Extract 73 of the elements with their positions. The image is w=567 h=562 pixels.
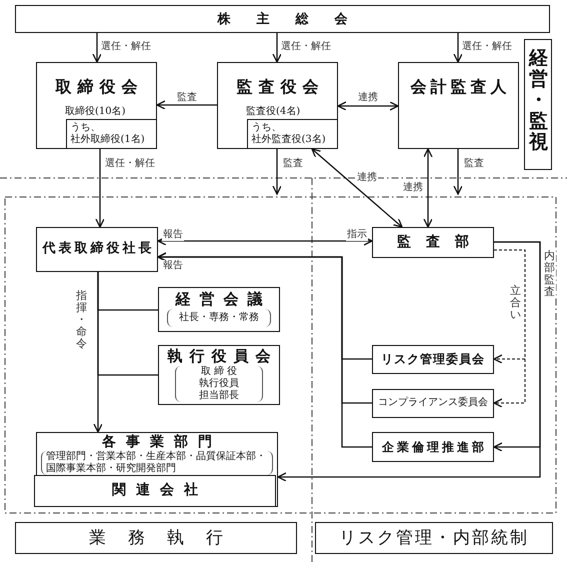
org-box [372, 227, 494, 258]
edge-label: 連携 [356, 172, 378, 184]
edge-label: 選任・解任 [104, 158, 156, 170]
box-subtext: 取締役(10名) [65, 106, 126, 118]
edge-label: 選任・解任 [280, 41, 332, 53]
box-title: コンプライアンス委員会 [377, 397, 489, 409]
box-title: 代表取締役社長 [41, 241, 156, 257]
arrow [92, 33, 102, 63]
org-box [36, 227, 158, 272]
box-subtext: 執行役員 [198, 378, 240, 390]
box-title: 業務執行 [88, 528, 246, 548]
box-title: 株主総会 [216, 12, 374, 28]
box-title: リスク管理・内部統制 [338, 528, 530, 548]
box-title: うち、社外監査役(3名) [252, 122, 327, 146]
box-title: 執行役員会 [166, 347, 278, 365]
note-label: 報告 [162, 229, 184, 241]
dashed-arrow [493, 250, 526, 408]
org-box [372, 432, 494, 462]
org-box [36, 432, 278, 507]
edge-label: 選任・解任 [100, 41, 152, 53]
section-box [15, 522, 297, 554]
box-title: うち、社外取締役(1名) [70, 122, 146, 146]
arrow [423, 148, 433, 228]
header-box [15, 5, 550, 33]
box-title: 各事業部門 [100, 434, 223, 450]
box-title: 監査役会 [236, 77, 326, 96]
org-box [36, 62, 157, 149]
sub-box [66, 118, 156, 148]
org-box [158, 345, 280, 405]
org-box [34, 474, 276, 507]
box-subtext: 社長・専務・常務 [167, 309, 271, 327]
org-box [372, 345, 494, 374]
arrow [311, 148, 403, 228]
box-title: リスク管理委員会 [380, 352, 486, 366]
edge-label: 選任・解任 [461, 41, 513, 53]
arrow [272, 149, 282, 195]
org-box [217, 62, 338, 149]
org-box [372, 389, 494, 418]
box-title: 監査部 [396, 234, 485, 251]
sub-box [246, 118, 338, 148]
box-subtext: 監査役(4名) [246, 106, 300, 118]
org-box [398, 62, 519, 149]
edge-label: 連携 [357, 92, 379, 104]
box-title: 取締役会 [54, 77, 144, 96]
box-title: 経営・監視 [529, 48, 548, 152]
arrow [95, 149, 105, 228]
box-title: 関連会社 [111, 482, 209, 498]
arrow [453, 33, 463, 63]
edge-label: 指揮・命令 [75, 290, 88, 350]
box-title: 会計監査人 [409, 77, 512, 96]
edge-label: 監査 [176, 92, 198, 104]
arrow [157, 252, 372, 448]
edge-label: 監査 [463, 158, 485, 170]
edge-label: 報告 [162, 260, 184, 272]
section-box [524, 39, 552, 170]
org-box [158, 287, 280, 332]
box-subtext: 取締役 [200, 366, 241, 378]
edge-label: 内部監査 [543, 250, 556, 298]
arrow [93, 272, 103, 433]
arrow [157, 236, 373, 246]
arrow [156, 100, 217, 110]
arrow [337, 101, 399, 111]
edge-label: 立合い [509, 285, 522, 322]
edge-label: 連携 [402, 182, 424, 194]
edge-label: 指示 [346, 229, 368, 241]
edge-label: 監査 [282, 158, 304, 170]
box-subtext: 担当部長 [198, 390, 240, 402]
box-title: 経営会議 [174, 290, 272, 308]
section-box [315, 522, 553, 554]
arrow [453, 149, 463, 195]
arrow [272, 33, 282, 63]
box-title: 企業倫理推進部 [380, 440, 488, 454]
arrow [277, 241, 541, 482]
